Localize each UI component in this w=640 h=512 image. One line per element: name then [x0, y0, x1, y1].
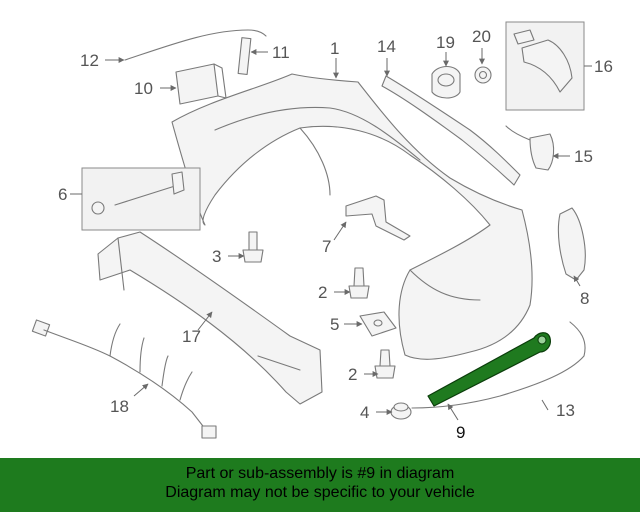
- callout-2b: 2: [348, 365, 357, 384]
- callout-8: 8: [580, 289, 589, 308]
- callout-19: 19: [436, 33, 455, 52]
- reinforcement-beam: [97, 231, 323, 405]
- callout-1: 1: [330, 39, 339, 58]
- callout-9-highlighted: 9: [456, 423, 465, 442]
- bolt-2a: [348, 267, 370, 299]
- banner-line-2: Diagram may not be specific to your vehi…: [165, 484, 475, 501]
- info-banner: Part or sub-assembly is #9 in diagram Di…: [0, 458, 640, 512]
- callout-7: 7: [322, 237, 331, 256]
- mounting-strip: [381, 75, 521, 186]
- bolt-3: [242, 231, 264, 263]
- callout-13: 13: [556, 401, 575, 420]
- grommet: [390, 402, 412, 420]
- callout-12: 12: [80, 51, 99, 70]
- trim-molding: [124, 29, 267, 61]
- callout-20: 20: [472, 27, 491, 46]
- banner-line-1: Part or sub-assembly is #9 in diagram: [185, 465, 455, 482]
- callout-15: 15: [574, 147, 593, 166]
- parking-sensor: [431, 65, 461, 99]
- clip: [359, 311, 397, 337]
- sensor-bracket: [505, 125, 555, 171]
- callout-5: 5: [330, 315, 339, 334]
- callout-18: 18: [110, 397, 129, 416]
- mounting-bracket: [345, 195, 411, 241]
- wiring-harness: [31, 319, 217, 439]
- callout-4: 4: [360, 403, 369, 422]
- parts-diagram: 1 11 12 10 14 19 20 16 15 6 7 3 2 5 2 4 …: [31, 21, 613, 442]
- callout-11: 11: [272, 43, 290, 62]
- sensor-ring: [474, 66, 492, 84]
- callout-14: 14: [377, 37, 396, 56]
- small-bracket: [237, 37, 252, 75]
- bumper-cover: [171, 73, 533, 360]
- highlighted-part-9: [427, 332, 551, 407]
- control-module: [175, 63, 227, 105]
- callout-17: 17: [182, 327, 201, 346]
- bracket-box: [505, 21, 585, 111]
- retaining-pin-box: [81, 167, 201, 231]
- side-bracket: [557, 207, 586, 281]
- callout-16: 16: [594, 57, 613, 76]
- callout-2a: 2: [318, 283, 327, 302]
- callout-10: 10: [134, 79, 153, 98]
- callout-3: 3: [212, 247, 221, 266]
- callout-6: 6: [58, 185, 67, 204]
